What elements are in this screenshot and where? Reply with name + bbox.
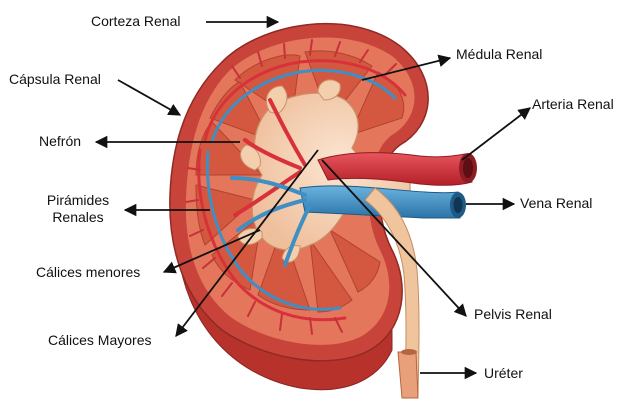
label-calices-menores: Cálices menores: [36, 264, 140, 281]
label-calices-mayores: Cálices Mayores: [48, 332, 151, 349]
label-corteza-renal: Corteza Renal: [91, 13, 181, 30]
label-ureter: Uréter: [484, 365, 523, 382]
label-arteria-renal: Arteria Renal: [532, 96, 614, 113]
label-nefron: Nefrón: [39, 133, 81, 150]
label-piramides-line2: Renales: [30, 209, 126, 226]
label-vena-renal: Vena Renal: [520, 195, 592, 212]
label-medula-renal: Médula Renal: [456, 46, 542, 63]
label-pelvis-renal: Pelvis Renal: [474, 306, 552, 323]
label-capsula-renal: Cápsula Renal: [9, 71, 101, 88]
label-piramides-line1: Pirámides: [30, 192, 126, 209]
label-piramides-renales: Pirámides Renales: [30, 192, 126, 226]
